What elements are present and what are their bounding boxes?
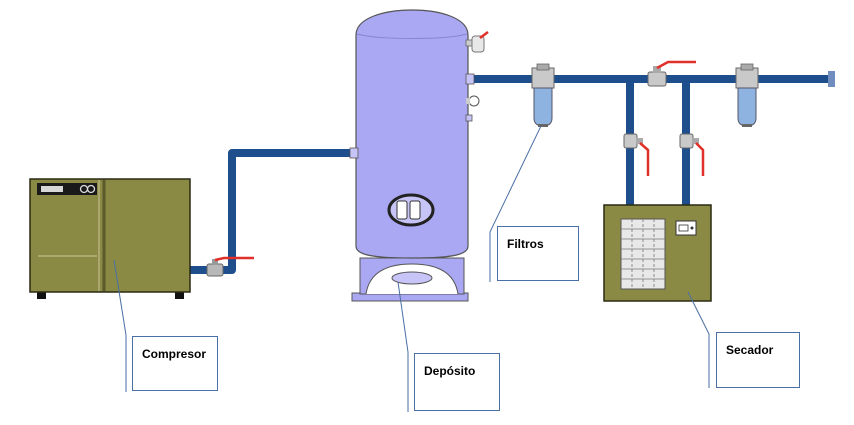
dryer-inlet-valve xyxy=(623,133,650,176)
tank-fitting xyxy=(465,114,473,122)
dryer-control-panel xyxy=(675,220,697,236)
compressor-outlet-valve xyxy=(206,256,254,277)
label-secador: Secador xyxy=(726,343,774,357)
tank-inlet-nozzle xyxy=(349,147,359,159)
compressor-body xyxy=(29,178,191,293)
label-filtros: Filtros xyxy=(507,237,544,251)
compressor-display xyxy=(41,186,63,192)
tank-outlet-nozzle xyxy=(465,73,475,85)
tank-pressure-gauge-icon xyxy=(468,95,480,107)
tank-shell xyxy=(355,9,469,259)
compressor-to-tank-pipe xyxy=(190,149,356,274)
compressor-foot-left xyxy=(37,291,46,299)
secador-leader xyxy=(687,291,710,388)
compresor-leader xyxy=(113,259,127,336)
air-tank xyxy=(349,9,489,302)
compressor-foot-right xyxy=(175,291,184,299)
compressor xyxy=(29,178,191,299)
callout-leaders xyxy=(113,125,710,412)
dryer xyxy=(603,204,712,302)
label-deposito: Depósito xyxy=(424,364,476,378)
callout-compresor: Compresor xyxy=(132,336,218,391)
header-end-cap xyxy=(828,71,835,87)
bypass-valve xyxy=(647,60,696,87)
filter-1 xyxy=(531,63,555,127)
callout-deposito: Depósito xyxy=(414,353,500,411)
deposito-leader xyxy=(397,281,409,412)
tank-top-seam xyxy=(356,33,468,39)
callout-filtros: Filtros xyxy=(497,226,579,281)
dryer-outlet-valve xyxy=(679,133,705,176)
compressor-gauge-icon-2 xyxy=(86,184,96,194)
callout-secador: Secador xyxy=(716,332,800,388)
tank-drain xyxy=(391,271,433,285)
label-compresor: Compresor xyxy=(142,347,207,361)
filter-2 xyxy=(735,63,759,127)
filtros-leader xyxy=(489,125,542,282)
tank-safety-valve xyxy=(465,31,489,53)
